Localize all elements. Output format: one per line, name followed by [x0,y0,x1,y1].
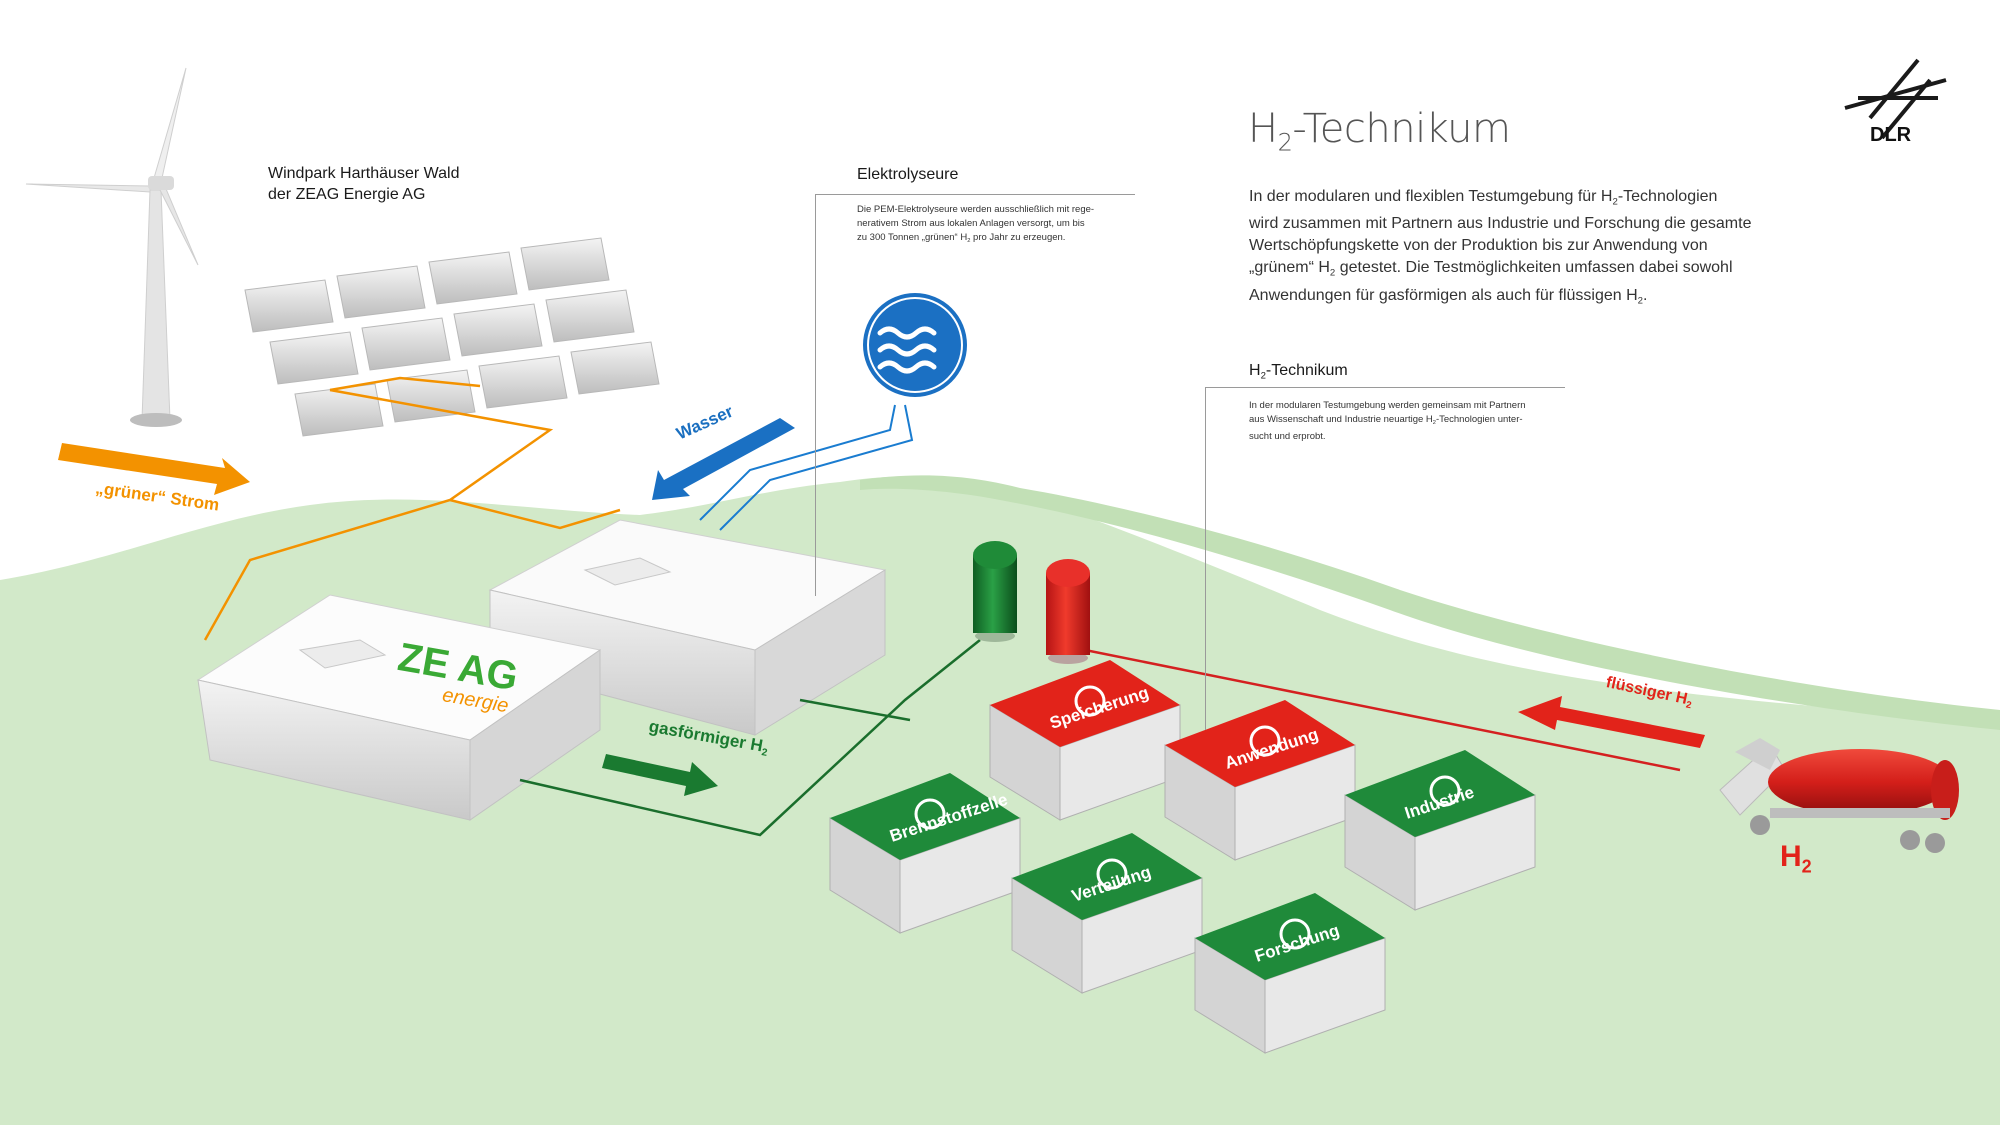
gears-icon [1249,725,1281,757]
hydrogen-tanker-truck [1719,738,1959,853]
page-title: H2-Technikum [1248,106,1511,157]
electrolysis-building [488,519,887,736]
module-brennstoffzelle: Brennstoffzelle [829,773,1021,934]
module-roof [1345,750,1535,837]
factory-icon [1429,775,1461,807]
intro-line: „grünem“ H2 getestet. Die Testmöglichkei… [1249,259,1733,279]
technikum-line: In der modularen Testumgebung werden gem… [1249,400,1526,411]
technikum-line: sucht und erprobt. [1249,430,1326,442]
elektrolyseure-callout-line [815,194,1135,195]
fuel-cell-icon [914,798,946,830]
elektrolyseure-callout-stem [815,194,816,596]
elektrolyseure-line: zu 300 Tonnen „grünen“ H2 pro Jahr zu er… [857,232,1066,244]
intro-line: wird zusammen mit Partnern aus Industrie… [1249,215,1752,233]
intro-line: Anwendungen für gasförmigen als auch für… [1249,286,1648,307]
storage-icon [1074,685,1106,717]
module-anwendung: Anwendung [1164,700,1356,861]
module-roof [830,773,1020,860]
distribution-icon [1096,858,1128,890]
elektrolyseure-heading: Elektrolyseure [857,166,959,183]
windpark-caption: Windpark Harthäuser Wald der ZEAG Energi… [268,163,459,205]
module-roof [1012,833,1202,920]
green-power-arrow [58,443,250,495]
solar-panel [361,317,451,371]
technikum-heading: H2-Technikum [1249,362,1348,382]
technikum-callout-line [1205,387,1565,388]
dlr-logo-icon [1844,58,1947,140]
ground-far-strip [860,475,2000,730]
solar-panel [244,279,334,333]
gaseous-h2-arrow [602,754,718,796]
water-arrow [652,418,795,500]
solar-panel [336,265,426,319]
module-roof [990,660,1180,747]
solar-panel [453,303,543,357]
gas-line [519,639,981,837]
module-forschung: Forschung [1194,893,1386,1054]
liquid-h2-arrow [1518,696,1705,748]
windpark-line-2: der ZEAG Energie AG [268,186,426,203]
solar-panel [520,237,610,291]
intro-paragraph: In der modularen und flexiblen Testumgeb… [1249,186,1769,312]
elektrolyseure-line: Die PEM-Elektrolyseure werden ausschließ… [857,204,1095,215]
technikum-text: In der modularen Testumgebung werden gem… [1249,399,1579,444]
green-tank [973,541,1017,642]
intro-line: In der modularen und flexiblen Testumgeb… [1249,188,1718,208]
module-roof [1195,893,1385,980]
solar-panel [570,341,660,395]
solar-panel [545,289,635,343]
h2-symbol: H2 [1780,840,1812,877]
water-icon [863,293,967,397]
module-industrie: Industrie [1344,750,1536,911]
module-verteilung: Verteilung [1011,833,1203,994]
dlr-logo-text: DLR [1870,124,1912,146]
liquid-h2-line [1084,648,1681,772]
microscope-icon [1279,918,1311,950]
solar-panel [269,331,359,385]
module-speicherung: Speicherung [989,660,1181,821]
solar-panel [478,355,568,409]
red-tank [1046,559,1090,664]
technikum-callout-stem [1205,387,1206,730]
elektrolyseure-line: nerativem Strom aus lokalen Anlagen vers… [857,218,1085,229]
elektrolyseure-text: Die PEM-Elektrolyseure werden ausschließ… [857,203,1137,248]
water-pipe [699,404,914,531]
wind-turbine [25,67,199,427]
zeag-building [196,594,602,821]
power-line [203,376,621,641]
technikum-line: aus Wissenschaft und Industrie neuartige… [1249,414,1523,426]
intro-line: Wertschöpfungskette von der Produktion b… [1249,237,1708,255]
windpark-line-1: Windpark Harthäuser Wald [268,165,460,182]
module-roof [1165,700,1355,787]
solar-panel [428,251,518,305]
